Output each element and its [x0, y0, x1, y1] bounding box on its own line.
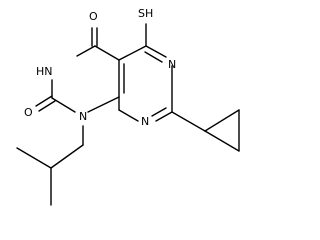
bond-n8-c8a [118, 109, 139, 122]
bond-cyclopropyl-b [204, 130, 240, 152]
atom-label-o-left: O [24, 106, 33, 119]
bond-c5-n6-inner [144, 51, 163, 63]
bond-c4-c4a [94, 45, 120, 61]
bond-c7-n8 [155, 111, 173, 122]
atom-label-nh: HN [36, 65, 53, 78]
bond-c2-o-b [38, 100, 56, 112]
bond-ch-ch3-a [16, 147, 52, 169]
bond-c7-cyclopropyl [171, 111, 206, 132]
bond-n1-c8a [87, 96, 120, 113]
bond-c5-n6 [145, 45, 167, 58]
atom-label-n-right-top: N [168, 58, 176, 71]
atom-label-n-right-bottom: N [141, 115, 149, 128]
bond-c7-n8-inner [151, 107, 167, 117]
bond-c4-n3 [76, 45, 96, 57]
bond-ch2-ch [50, 144, 84, 169]
bond-c2-n1 [51, 97, 76, 113]
carbonyl-bonds [35, 27, 98, 112]
right-ring-bonds [118, 45, 173, 122]
atom-label-n-bottom: N [79, 110, 87, 123]
bond-c4a-c5 [118, 45, 147, 61]
bond-c2-o-a [35, 95, 53, 107]
cyclopropyl-group [171, 109, 240, 152]
atom-label-o-top: O [89, 10, 98, 23]
chemical-structure: O SH HN N O N N [16, 7, 240, 206]
isobutyl-group [16, 125, 84, 206]
left-ring-bonds [51, 45, 125, 113]
bond-cyclopropyl-a [204, 109, 240, 132]
atom-label-sh: SH [138, 7, 153, 20]
